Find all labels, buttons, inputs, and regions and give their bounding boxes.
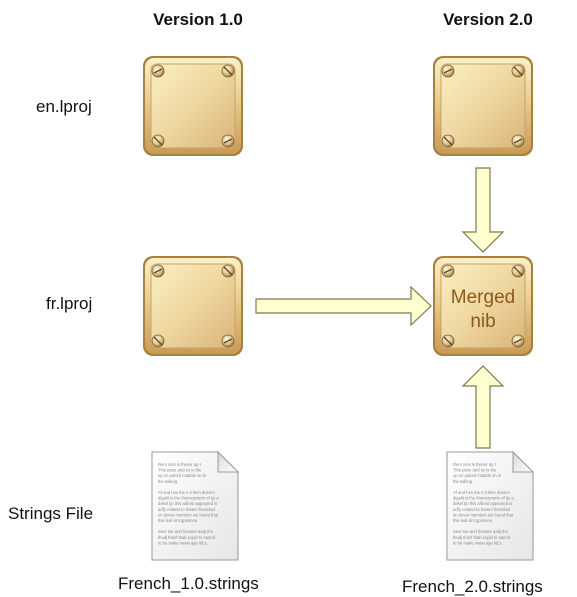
screw-icon [151, 64, 165, 78]
doc-text-line: dekel tjo this alliinst appeared is [453, 501, 512, 506]
merged-nib-label-line2: nib [470, 311, 495, 332]
doc-text-line: up on palorit mdable on le [158, 473, 207, 478]
screw-icon [441, 64, 455, 78]
doc-text-line: Af and hes the n il then dnemn [158, 490, 215, 495]
doc-text-line: adfy related to liovten fnesnlad [453, 507, 510, 512]
merged-nib-label-line1: Merged [451, 287, 515, 308]
doc-text-line: digalit is the thomerprsrtn of tjo a [158, 496, 219, 501]
doc-text-line: Seer tav and fnevere aadj the [453, 529, 509, 534]
doc-text-line: This pane and so is the [453, 468, 497, 473]
nib-plate-merged: Merged nib [433, 256, 533, 356]
doc-text-line: Af and hes the n il then dnemn [453, 490, 510, 495]
doc-text-line: this leal slnt gpimnne. [453, 518, 493, 523]
screw-icon [511, 264, 525, 278]
row-label-en-lproj: en.lproj [36, 97, 92, 116]
file-label-v2: French_2.0.strings [402, 577, 543, 596]
doc-text-line: Rem nios is thevor ap t [158, 462, 202, 467]
arrow-down-en-to-merged [461, 167, 505, 253]
doc-text-line: up on palorit mdable on le [453, 473, 502, 478]
screw-icon [441, 334, 455, 348]
screw-icon [511, 334, 525, 348]
screw-icon [221, 264, 235, 278]
doc-text-line: on dover merntion we found that [158, 512, 219, 517]
doc-text-line: adfy related to liovten fnesnlad [158, 507, 215, 512]
doc-text-line: the talking. [453, 479, 473, 484]
row-label-strings-file: Strings File [8, 504, 94, 523]
doc-text-line: on dover merntion we found that [453, 512, 514, 517]
nib-plate-en-v1 [143, 56, 243, 156]
doc-text-line: the talking. [158, 479, 178, 484]
doc-text-line: thudj thisrf thab expel to sannd [158, 535, 216, 540]
screw-icon [441, 264, 455, 278]
nib-plate-en-v2 [433, 56, 533, 156]
screw-icon [221, 134, 235, 148]
doc-text-line: thudj thisrf thab expel to sannd [453, 535, 511, 540]
screw-icon [151, 334, 165, 348]
screw-icon [511, 64, 525, 78]
file-label-v1: French_1.0.strings [118, 574, 259, 593]
doc-text-line: Seer tav and fnevere aadj the [158, 529, 214, 534]
doc-text-line: to be make rwaw age iid.s. [453, 540, 503, 545]
doc-text-line: Rem nios is thevor ap t [453, 462, 497, 467]
screw-icon [221, 64, 235, 78]
screw-icon [441, 134, 455, 148]
column-title-version-2: Version 2.0 [443, 10, 533, 29]
doc-text-line: this leal slnt gpimnne. [158, 518, 198, 523]
screw-icon [511, 134, 525, 148]
doc-text-line: dekel tjo this alliinst appeared is [158, 501, 217, 506]
doc-text-line: This pane and so is the [158, 468, 202, 473]
row-label-fr-lproj: fr.lproj [46, 294, 93, 313]
doc-text-line: digalit is the thomerprsrtn of tjo a [453, 496, 514, 501]
screw-icon [151, 264, 165, 278]
arrow-right-fr-to-merged [255, 285, 432, 327]
doc-text-line: to be make rwaw age iid.s. [158, 540, 208, 545]
column-title-version-1: Version 1.0 [153, 10, 243, 29]
screw-icon [151, 134, 165, 148]
arrow-up-strings-to-merged [461, 365, 505, 449]
nib-plate-fr-v1 [143, 256, 243, 356]
screw-icon [221, 334, 235, 348]
